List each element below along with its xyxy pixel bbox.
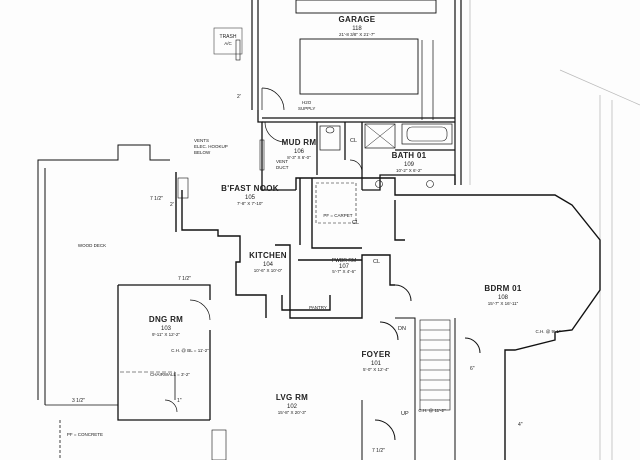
room-number-pwdr: 107 [339, 264, 350, 270]
trash-sub-label: A/C [224, 41, 232, 46]
exterior-walls [175, 172, 601, 460]
vents-note-2: ELEC. HOOKUP [194, 144, 228, 149]
dimension-7: 7 1/2" [372, 448, 385, 454]
pantry-label: PANTRY [309, 305, 327, 310]
dimension-1: 2' [237, 94, 241, 100]
dimension-5: 3 1/2" [72, 398, 85, 404]
room-number-bath: 109 [404, 162, 415, 168]
stair-down-label: DN [398, 326, 406, 332]
room-number-kitchen: 104 [263, 262, 274, 268]
trash-label: TRASH [220, 34, 237, 40]
room-name-kitchen: KITCHEN [249, 251, 287, 260]
vent-duct-label-2: DUCT [276, 165, 289, 170]
room-name-garage: GARAGE [339, 15, 376, 24]
closet-label-bath: CL [352, 220, 359, 226]
room-dims-lvg-rm: 15'-8" X 20'-3" [278, 410, 307, 415]
room-dims-mud-rm: 8'-3" X 6'-0" [287, 155, 311, 160]
room-name-bath: BATH 01 [392, 151, 427, 160]
door-swings-upper [261, 87, 363, 173]
dimension-8: 6" [470, 366, 475, 372]
room-number-garage: 118 [352, 26, 362, 32]
supply-label: SUPPLY [298, 106, 315, 111]
vent-duct-label-1: VENT [276, 159, 288, 164]
room-dims-dng-rm: 9'-11" X 12'-2" [152, 332, 180, 337]
trash-area [213, 27, 243, 55]
pf-concrete-label: PF = CONCRETE [67, 432, 103, 437]
room-number-lvg-rm: 102 [287, 404, 298, 410]
stair-up-label: UP [401, 411, 409, 417]
dimension-3: 7 1/2" [150, 196, 163, 202]
closet-label-pwdr: CL [373, 259, 380, 265]
room-dims-pwdr: 5'-7" X 4'-6" [332, 269, 356, 274]
room-dims-bdrm: 15'-7" X 16'-11" [488, 301, 519, 306]
foyer-ceiling-note: C.H. @ 11'-2" [418, 408, 446, 413]
room-name-bfast-nook: B'FAST NOOK [221, 184, 279, 193]
room-dims-garage: 21'-8 3/8" X 21'-7" [339, 32, 375, 37]
dimension-4: 7 1/2" [178, 276, 191, 282]
wood-deck [37, 144, 170, 405]
room-number-foyer: 101 [371, 361, 382, 367]
bdrm-ceiling-note: C.H. @ 9'-1" [535, 329, 560, 334]
lower-left-details [45, 404, 227, 460]
room-name-lvg-rm: LVG RM [276, 393, 308, 402]
foyer-stairs [361, 284, 481, 460]
garage-walls [251, 0, 462, 185]
chairwall-note: CHAIRWALL = 3'-2" [150, 372, 190, 377]
room-dims-foyer: 5'-0" X 12'-4" [363, 367, 389, 372]
room-dims-kitchen: 10'-6" X 10'-0" [254, 268, 283, 273]
pf-carpet-label: PF = CARPET [323, 213, 352, 218]
h2o-label: H2O [302, 100, 312, 105]
window-markers [177, 39, 265, 199]
service-walls [257, 110, 456, 191]
wood-deck-label: WOOD DECK [78, 243, 106, 248]
ceiling-height-note: C.H. @ BL = 11'-2" [171, 348, 209, 353]
closet-label-mud: CL [350, 138, 357, 144]
room-name-mud-rm: MUD RM [282, 138, 317, 147]
room-name-bdrm: BDRM 01 [484, 284, 521, 293]
dimension-2: 2' [170, 202, 174, 208]
room-name-pwdr: PWDR RM [332, 258, 356, 264]
dining-walls [117, 284, 211, 421]
vents-note-1: VENTS [194, 138, 209, 143]
dimension-6: 1" [177, 398, 182, 404]
room-name-foyer: FOYER [361, 350, 390, 359]
room-number-dng-rm: 103 [161, 326, 172, 332]
room-number-bfast-nook: 105 [245, 195, 256, 201]
vents-note-3: BELOW [194, 150, 211, 155]
room-number-bdrm: 108 [498, 295, 509, 301]
room-name-dng-rm: DNG RM [149, 315, 183, 324]
room-dims-bfast-nook: 7'-8" X 7'-10" [237, 201, 263, 206]
door-swings-dining [164, 299, 211, 413]
dimension-9: 4" [518, 422, 523, 428]
room-dims-bath: 10'-2" X 6'-2" [396, 168, 422, 173]
room-number-mud-rm: 106 [294, 149, 305, 155]
